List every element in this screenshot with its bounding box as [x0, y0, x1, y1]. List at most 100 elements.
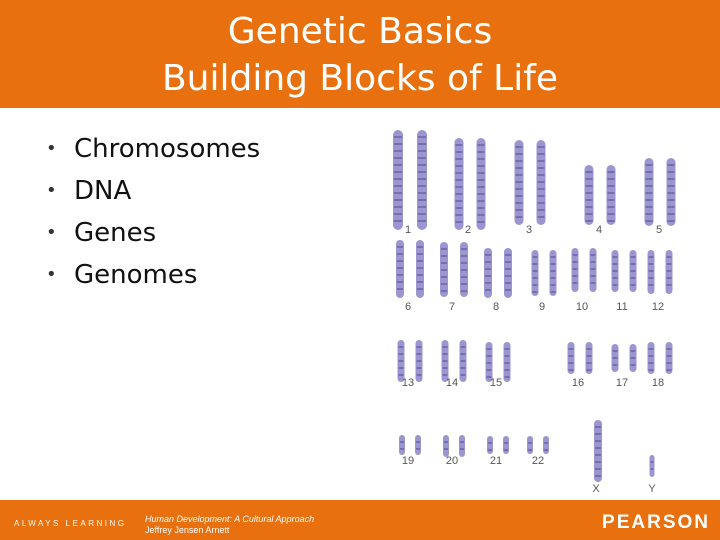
chromosome-band	[418, 185, 426, 187]
chromosome-band	[416, 441, 420, 443]
chromosome-band	[418, 220, 426, 222]
chromosome-band	[650, 468, 654, 470]
chromosome-band	[515, 188, 523, 190]
chromosome-band	[568, 355, 574, 357]
chromosome-band	[394, 164, 402, 166]
chromosome-band	[455, 179, 463, 181]
chromosome-band	[398, 374, 404, 376]
chromosome-band	[607, 192, 615, 194]
chromosome-band	[394, 136, 402, 138]
chromosome-band	[461, 262, 467, 264]
chromosome-band	[455, 186, 463, 188]
chromosome-band	[394, 150, 402, 152]
chromosome-band	[607, 171, 615, 173]
chromosome-band	[630, 277, 636, 279]
footer-bar	[0, 500, 720, 540]
chromosome	[606, 165, 616, 225]
chromosome-label: X	[592, 483, 600, 495]
chromosome-band	[630, 364, 636, 366]
chromosome-band	[400, 441, 404, 443]
chromosome-band	[607, 213, 615, 215]
chromosome-band	[667, 164, 675, 166]
chromosome-band	[537, 146, 545, 148]
chromosome-band	[537, 202, 545, 204]
chromosome-band	[504, 348, 510, 350]
chromosome-band	[397, 253, 403, 255]
chromosome-band	[612, 357, 618, 359]
chromosome-band	[666, 277, 672, 279]
chromosome-band	[590, 282, 596, 284]
chromosome-band	[505, 268, 511, 270]
chromosome-band	[394, 178, 402, 180]
chromosome-band	[666, 284, 672, 286]
chromosome-band	[485, 261, 491, 263]
chromosome	[399, 435, 405, 455]
chromosome-band	[630, 263, 636, 265]
chromosome-band	[585, 171, 593, 173]
chromosome-band	[486, 348, 492, 350]
chromosome-band	[667, 171, 675, 173]
chromosome-band	[572, 275, 578, 277]
chromosome-band	[532, 256, 538, 258]
chromosome-band	[630, 350, 636, 352]
chromosome-band	[418, 157, 426, 159]
chromosome-label: Y	[648, 483, 656, 495]
chromosome-band	[515, 202, 523, 204]
chromosome-band	[455, 172, 463, 174]
bullet-list: •Chromosomes •DNA •Genes •Genomes	[46, 128, 260, 296]
chromosome-band	[612, 350, 618, 352]
chromosome-band	[607, 185, 615, 187]
chromosome-band	[486, 355, 492, 357]
chromosome-band	[418, 164, 426, 166]
chromosome-band	[455, 158, 463, 160]
chromosome-band	[394, 220, 402, 222]
chromosome-band	[648, 348, 654, 350]
chromosome-label: 16	[572, 377, 584, 389]
chromosome-band	[630, 357, 636, 359]
chromosome-label: 3	[526, 224, 532, 236]
chromosome-band	[442, 360, 448, 362]
chromosome-band	[648, 369, 654, 371]
chromosome-band	[461, 248, 467, 250]
chromosome-band	[460, 441, 464, 443]
chromosome	[484, 248, 492, 298]
chromosome-band	[460, 374, 466, 376]
chromosome-band	[572, 268, 578, 270]
title-bar	[0, 0, 720, 108]
chromosome-band	[441, 276, 447, 278]
chromosome-band	[537, 195, 545, 197]
chromosome-band	[515, 195, 523, 197]
chromosome-band	[477, 158, 485, 160]
chromosome-band	[485, 282, 491, 284]
chromosome-band	[477, 179, 485, 181]
chromosome-band	[595, 433, 601, 435]
chromosome-band	[504, 355, 510, 357]
chromosome-band	[442, 346, 448, 348]
chromosome-band	[612, 277, 618, 279]
chromosome-band	[607, 178, 615, 180]
chromosome-band	[544, 442, 548, 444]
chromosome-band	[586, 348, 592, 350]
chromosome-label: 8	[493, 301, 499, 313]
chromosome-label: 6	[405, 301, 411, 313]
chromosome-band	[590, 275, 596, 277]
chromosome-band	[477, 144, 485, 146]
chromosome-band	[460, 367, 466, 369]
chromosome-band	[666, 355, 672, 357]
chromosome	[584, 165, 594, 225]
chromosome-band	[585, 206, 593, 208]
chromosome-band	[528, 442, 532, 444]
chromosome-band	[650, 461, 654, 463]
chromosome-band	[477, 214, 485, 216]
chromosome-band	[595, 447, 601, 449]
chromosome-band	[455, 193, 463, 195]
chromosome-label: 17	[616, 377, 628, 389]
chromosome-band	[645, 164, 653, 166]
chromosome-band	[418, 199, 426, 201]
chromosome-band	[585, 199, 593, 201]
chromosome-band	[595, 426, 601, 428]
chromosome-band	[595, 440, 601, 442]
chromosome-band	[477, 193, 485, 195]
chromosome-band	[394, 199, 402, 201]
